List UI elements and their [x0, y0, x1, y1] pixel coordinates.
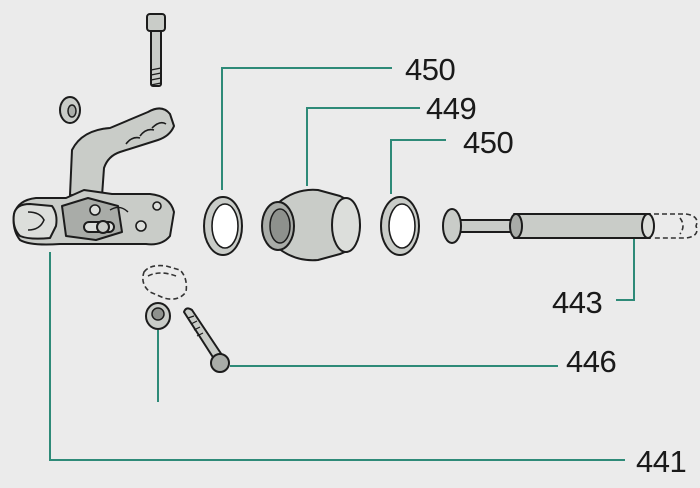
bushing-bore	[269, 208, 291, 244]
coupling-housing	[12, 107, 175, 246]
leader-450-top	[221, 67, 392, 190]
label-450-right: 450	[463, 125, 513, 160]
diagonal-bolt-thread	[187, 315, 204, 337]
top-bolt-head	[146, 13, 166, 32]
coupling-spring	[109, 206, 129, 213]
leader-441	[49, 252, 625, 461]
gasket-left-inner	[211, 203, 239, 249]
rod-extension-dashed-curve	[679, 217, 684, 235]
nut-outline-dashed	[142, 264, 188, 300]
rod-tube-tip	[641, 213, 655, 239]
top-bolt	[146, 13, 166, 87]
bushing-flange	[331, 197, 361, 253]
label-441: 441	[636, 444, 686, 479]
gasket-right	[380, 196, 420, 256]
coupling-lip	[12, 203, 58, 240]
lower-nut-hole	[151, 307, 165, 321]
rod-head	[442, 208, 462, 244]
small-nut-top	[59, 96, 81, 124]
gasket-right-inner	[388, 203, 416, 249]
nut-top-hole	[67, 104, 77, 118]
coupling-hole-3	[152, 201, 162, 211]
leader-443	[616, 238, 635, 301]
handle-grip-ridges	[125, 121, 167, 145]
rod-tube-end	[509, 213, 523, 239]
label-449: 449	[426, 91, 476, 126]
coupling-side-plate	[61, 197, 123, 241]
gasket-left	[203, 196, 243, 256]
lower-nut	[145, 302, 171, 330]
top-bolt-thread	[150, 67, 162, 86]
diagonal-bolt-head	[210, 353, 230, 373]
coupling-handle	[69, 107, 175, 197]
coupling-lip-detail	[27, 211, 45, 231]
rod-assembly	[442, 208, 698, 244]
rod-extension-dashed	[654, 213, 698, 239]
coupling-pin-head	[96, 220, 110, 234]
part-labels: 450 449 450 443 446 441	[405, 52, 687, 479]
rod-tube	[513, 213, 651, 239]
label-446: 446	[566, 344, 616, 379]
leader-450-right	[390, 139, 446, 194]
bushing	[261, 188, 361, 262]
leader-lines	[49, 67, 635, 461]
diagonal-bolt	[183, 307, 230, 373]
coupling-hole-2	[135, 220, 147, 232]
leader-449	[306, 107, 420, 186]
top-bolt-shank	[150, 27, 162, 87]
label-443: 443	[552, 285, 602, 320]
label-450-top: 450	[405, 52, 455, 87]
coupling-hole-1	[89, 204, 101, 216]
